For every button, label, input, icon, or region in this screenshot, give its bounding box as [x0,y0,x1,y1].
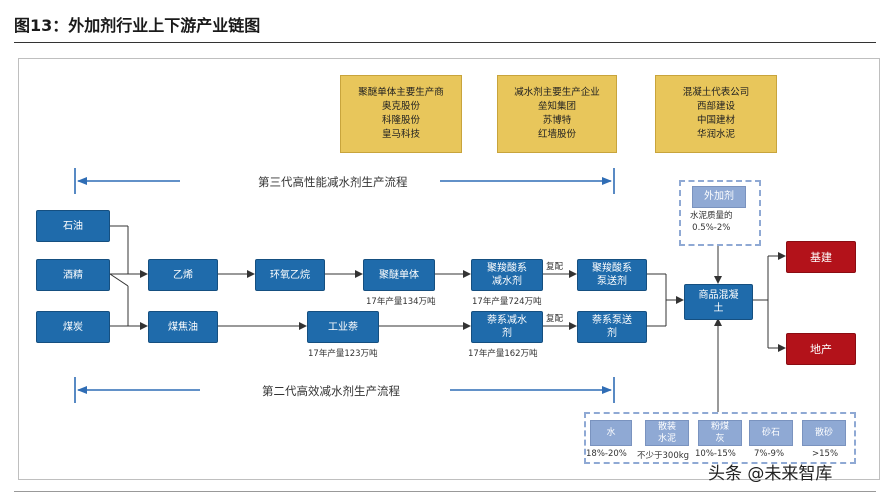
infrastructure-box: 基建 [786,241,856,273]
real-estate-box: 地产 [786,333,856,365]
material-bulk-cement-ratio: 不少于300kg [637,451,690,461]
nsf-pumping-agent-box: 萘系泵送 剂 [577,311,647,343]
producers-title: 减水剂主要生产企业 [514,87,600,98]
material-bulk-cement-box: 散装 水泥 [645,420,689,446]
producer-name: 华润水泥 [696,129,735,140]
materials-dashed-box [584,412,856,464]
alcohol-box: 酒精 [36,259,110,291]
figure-title: 图13：外加剂行业上下游产业链图 [14,16,261,35]
box-line: 聚羧酸系 [592,263,632,274]
admixture-dosage-note: 水泥质量的 0.5%-2% [690,210,733,234]
watermark: 头条 @未来智库 [708,464,833,484]
box-line: 砂石 [761,428,780,438]
naphthalene-output-label: 17年产量123万吨 [308,349,378,359]
producer-name: 垒知集团 [537,101,576,112]
note-line: 水泥质量的 [690,211,733,221]
producer-name: 皇马科技 [381,129,420,140]
box-line: 水泥 [657,434,676,444]
admixture-dashed-box [679,180,761,246]
diagram-frame [18,58,880,480]
pce-water-reducer-box: 聚羧酸系 减水剂 [471,259,543,291]
producer-name: 科隆股份 [381,115,420,126]
box-line: 灰 [715,434,725,444]
bottom-rule [14,491,876,492]
compound-label: 复配 [546,262,564,272]
material-loose-sand-ratio: >15% [812,449,839,459]
producers-title: 聚醚单体主要生产商 [358,87,444,98]
polyether-monomer-producers-box: 聚醚单体主要生产商 奥克股份 科隆股份 皇马科技 [340,75,462,153]
ready-mixed-concrete-box: 商品混凝 土 [684,284,753,320]
polyether-monomer-box: 聚醚单体 [363,259,435,291]
material-fly-ash-box: 粉煤 灰 [698,420,742,446]
concrete-companies-box: 混凝土代表公司 西部建设 中国建材 华润水泥 [655,75,777,153]
box-line: 泵送剂 [597,276,627,287]
box-line: 萘系减水 [487,315,527,326]
box-line: 聚羧酸系 [487,263,527,274]
material-sand-stone-box: 砂石 [749,420,793,446]
box-line: 商品混凝 [698,290,739,301]
nsf-water-reducer-box: 萘系减水 剂 [471,311,543,343]
producer-name: 红墙股份 [537,129,576,140]
producer-name: 奥克股份 [381,101,420,112]
material-loose-sand-box: 散砂 [802,420,846,446]
ethylene-box: 乙烯 [148,259,218,291]
box-line: 水 [606,428,616,438]
producer-name: 中国建材 [696,115,735,126]
producers-title: 混凝土代表公司 [682,87,750,98]
industrial-naphthalene-box: 工业萘 [307,311,379,343]
title-rule [14,42,876,43]
polyether-output-label: 17年产量134万吨 [366,297,436,307]
box-line: 散砂 [814,428,833,438]
box-line: 剂 [607,328,617,339]
producer-name: 西部建设 [696,101,735,112]
nsf-output-label: 17年产量162万吨 [468,349,538,359]
material-fly-ash-ratio: 10%-15% [695,449,736,459]
coal-box: 煤炭 [36,311,110,343]
material-water-box: 水 [590,420,632,446]
material-sand-stone-ratio: 7%-9% [754,449,785,459]
oil-box: 石油 [36,210,110,242]
box-line: 粉煤 [710,422,729,432]
second-gen-flow-label: 第二代高效减水剂生产流程 [262,384,400,398]
admixture-box: 外加剂 [692,186,746,208]
third-gen-flow-label: 第三代高性能减水剂生产流程 [258,175,408,189]
note-line: 0.5%-2% [692,223,731,233]
box-line: 散装 [657,422,676,432]
pce-pumping-agent-box: 聚羧酸系 泵送剂 [577,259,647,291]
pce-output-label: 17年产量724万吨 [472,297,542,307]
water-reducer-producers-box: 减水剂主要生产企业 垒知集团 苏博特 红墙股份 [497,75,617,153]
box-line: 萘系泵送 [592,315,632,326]
compound-label: 复配 [546,314,564,324]
box-line: 剂 [502,328,512,339]
coal-tar-box: 煤焦油 [148,311,218,343]
producer-name: 苏博特 [542,115,572,126]
box-line: 减水剂 [492,276,522,287]
box-line: 土 [713,303,724,314]
epoxy-ethane-box: 环氧乙烷 [255,259,325,291]
material-water-ratio: 18%-20% [586,449,627,459]
